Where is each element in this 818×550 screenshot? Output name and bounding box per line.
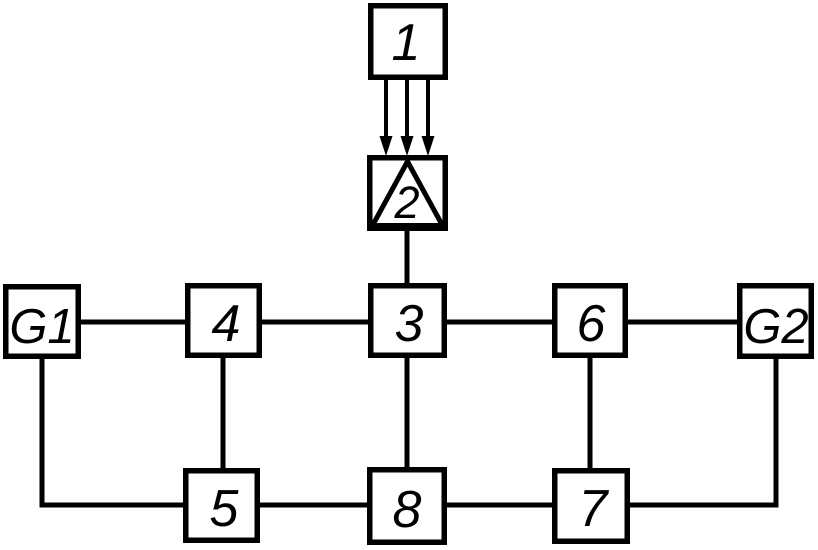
node-7: 7	[552, 468, 630, 544]
node-8: 8	[367, 467, 447, 545]
node-g2-label: G2	[743, 300, 808, 354]
node-8-label: 8	[393, 481, 422, 539]
node-4-box	[185, 283, 262, 358]
arrowhead-down-icon	[379, 136, 393, 156]
node-3-label: 3	[395, 295, 424, 353]
node-2: 2	[367, 155, 448, 231]
node-5: 5	[183, 468, 260, 543]
arrowhead-down-icon	[400, 136, 414, 156]
triangle-symbol-icon	[368, 156, 447, 228]
node-1-label: 1	[392, 14, 421, 72]
node-3-box	[368, 283, 447, 358]
node-g2-box	[737, 283, 814, 359]
node-4: 4	[185, 283, 262, 358]
edge-1-to-2-triple-arrow	[379, 78, 435, 156]
node-2-label: 2	[393, 177, 419, 228]
node-6-label: 6	[577, 295, 606, 353]
node-3: 3	[368, 283, 447, 358]
node-1: 1	[368, 3, 448, 80]
node-7-label: 7	[579, 480, 610, 538]
edge-g2-to-7-elbow	[627, 356, 779, 508]
arrowhead-down-icon	[421, 136, 435, 156]
node-1-box	[368, 3, 448, 80]
node-7-box	[552, 468, 630, 544]
node-6-box	[552, 283, 628, 358]
node-4-label: 4	[212, 295, 241, 353]
node-6: 6	[552, 283, 628, 358]
node-g1-label: G1	[9, 300, 74, 354]
edge-g1-to-5-elbow	[39, 356, 186, 508]
node-g2: G2	[737, 283, 814, 359]
node-g1-box	[3, 284, 81, 359]
node-g1: G1	[3, 284, 81, 359]
node-5-box	[183, 468, 260, 543]
node-5-label: 5	[210, 480, 240, 538]
node-8-box	[367, 467, 447, 545]
